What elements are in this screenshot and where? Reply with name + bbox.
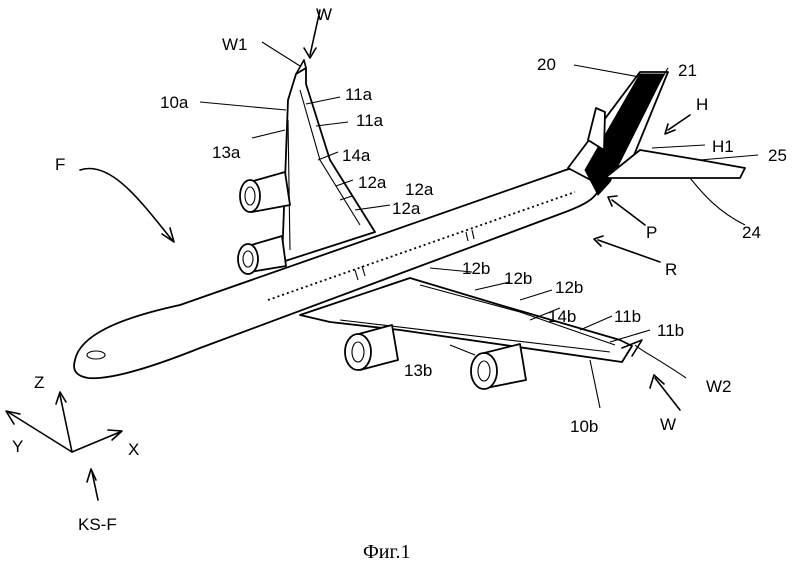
label-11a-1: 11a xyxy=(345,85,373,104)
label-21: 21 xyxy=(678,61,697,80)
label-12b-3: 12b xyxy=(555,278,583,297)
label-12b-1: 12b xyxy=(462,259,490,278)
engine-lower-outer xyxy=(470,343,527,390)
rudder-dark xyxy=(584,73,665,196)
label-w2: W2 xyxy=(706,377,732,396)
wing-left-flap-line xyxy=(299,89,361,226)
stabilizer-upper xyxy=(587,107,606,151)
label-12b-2: 12b xyxy=(504,269,532,288)
label-axis-z: Z xyxy=(34,373,44,392)
engine-lower-inner xyxy=(344,324,399,371)
fuselage xyxy=(73,166,602,380)
label-10a: 10a xyxy=(160,93,189,112)
engine-upper-outer xyxy=(239,171,291,213)
label-12a-1: 12a xyxy=(358,173,387,192)
winglet-left xyxy=(295,59,307,75)
label-f: F xyxy=(55,155,65,174)
label-axis-x: X xyxy=(128,440,139,459)
stabilizer-right xyxy=(604,149,746,179)
label-20: 20 xyxy=(537,55,556,74)
label-11a-2: 11a xyxy=(356,111,384,130)
label-ks-f: KS-F xyxy=(78,515,117,534)
label-12a-3: 12a xyxy=(392,199,421,218)
door-mid xyxy=(465,229,475,242)
label-11b-2: 11b xyxy=(657,321,684,340)
label-r: R xyxy=(665,260,677,279)
label-24: 24 xyxy=(742,223,761,242)
axis-system xyxy=(5,391,123,501)
engine-upper-inner xyxy=(237,235,287,275)
wing-right-flap-line xyxy=(419,284,616,346)
winglet-right xyxy=(621,339,643,357)
label-h1: H1 xyxy=(712,137,734,156)
label-14b: 14b xyxy=(548,307,576,326)
leader-lines xyxy=(79,9,759,411)
label-14a: 14a xyxy=(342,146,371,165)
label-w1: W1 xyxy=(222,35,248,54)
label-w-bottom: W xyxy=(660,415,676,434)
wing-right-slat-line xyxy=(339,319,611,353)
label-10b: 10b xyxy=(570,417,598,436)
cockpit-window xyxy=(86,350,106,360)
label-25: 25 xyxy=(768,146,787,165)
label-axis-y: Y xyxy=(12,437,23,456)
label-p: P xyxy=(646,223,657,242)
window-line xyxy=(267,191,576,301)
label-13b: 13b xyxy=(404,361,432,380)
label-11b-1: 11b xyxy=(614,307,641,326)
wing-right xyxy=(299,277,633,363)
label-13a: 13a xyxy=(212,143,241,162)
wing-left xyxy=(281,67,376,263)
label-h: H xyxy=(696,95,708,114)
door-front xyxy=(354,265,366,281)
label-12a-2: 12a xyxy=(405,180,434,199)
wing-left-slat-line xyxy=(287,119,291,251)
figure-caption: Фиг.1 xyxy=(363,541,410,563)
label-w-top: W xyxy=(316,5,332,24)
